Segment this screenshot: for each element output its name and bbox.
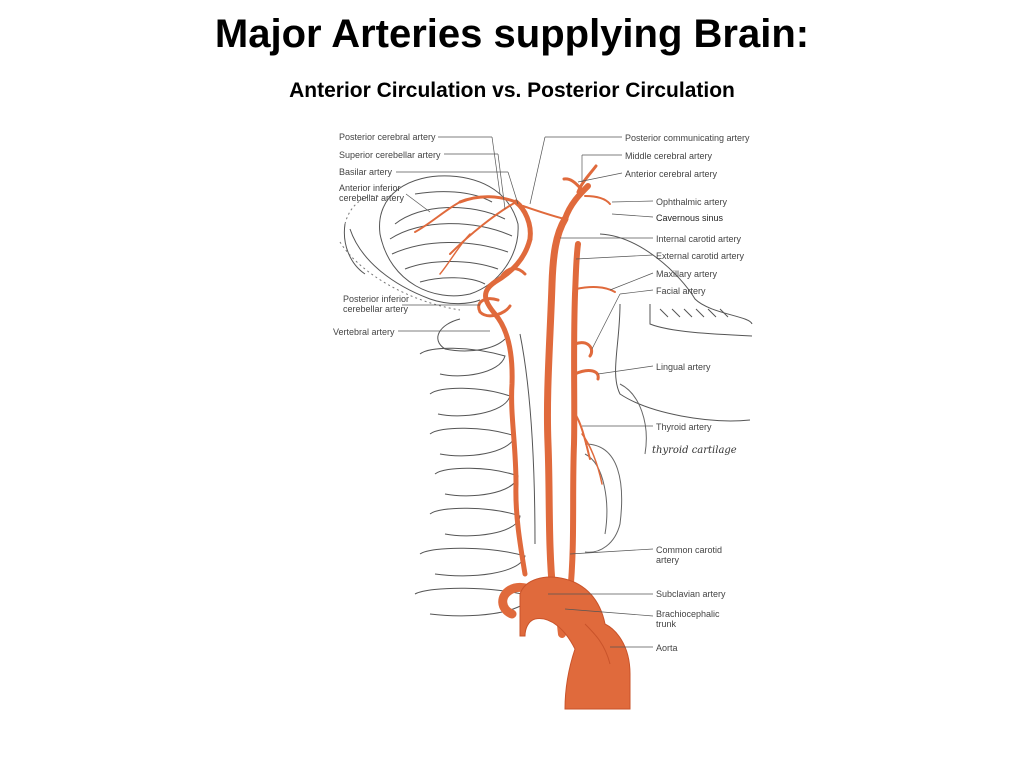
label-common-carotid-line2: artery <box>656 555 680 565</box>
slide-subtitle: Anterior Circulation vs. Posterior Circu… <box>289 79 735 102</box>
label-brachiocephalic-line2: trunk <box>656 619 677 629</box>
artery-network <box>414 164 616 638</box>
label-aica-line2: cerebellar artery <box>339 193 405 203</box>
mandible-sketch <box>599 233 753 422</box>
label-lingual-artery: Lingual artery <box>656 362 711 372</box>
skull-base-sketch <box>339 195 461 311</box>
label-posterior-communicating-artery: Posterior communicating artery <box>625 133 750 143</box>
label-basilar-artery: Basilar artery <box>339 167 393 177</box>
label-external-carotid-artery: External carotid artery <box>656 251 745 261</box>
label-cavernous-sinus: Cavernous sinus <box>656 213 724 223</box>
label-brachiocephalic-line1: Brachiocephalic <box>656 609 720 619</box>
label-pica-line2: cerebellar artery <box>343 304 409 314</box>
label-anterior-cerebral-artery: Anterior cerebral artery <box>625 169 718 179</box>
label-thyroid-cartilage: thyroid cartilage <box>652 445 737 456</box>
slide-title: Major Arteries supplying Brain: <box>214 12 810 56</box>
leader-lines <box>396 136 654 648</box>
label-middle-cerebral-artery: Middle cerebral artery <box>625 151 713 161</box>
label-ophthalmic-artery: Ophthalmic artery <box>656 197 728 207</box>
label-aorta: Aorta <box>656 643 678 653</box>
label-vertebral-artery: Vertebral artery <box>333 327 395 337</box>
label-thyroid-artery: Thyroid artery <box>656 422 712 432</box>
label-common-carotid-line1: Common carotid <box>656 545 723 555</box>
aorta-shape <box>519 576 631 710</box>
label-maxillary-artery: Maxillary artery <box>656 269 718 279</box>
label-posterior-cerebral-artery: Posterior cerebral artery <box>339 132 436 142</box>
thyroid-sketch <box>584 383 647 553</box>
label-subclavian-artery: Subclavian artery <box>656 589 726 599</box>
label-internal-carotid-artery: Internal carotid artery <box>656 234 742 244</box>
label-pica-line1: Posterior inferior <box>343 294 410 304</box>
label-facial-artery: Facial artery <box>656 286 706 296</box>
cerebellum-sketch <box>343 175 519 305</box>
label-aica-line1: Anterior inferior <box>339 183 401 193</box>
artery-diagram: Posterior cerebral artery Superior cereb… <box>320 124 760 714</box>
label-superior-cerebellar-artery: Superior cerebellar artery <box>339 150 441 160</box>
artery-illustration <box>339 136 753 710</box>
cerebellar-branches <box>477 267 527 318</box>
